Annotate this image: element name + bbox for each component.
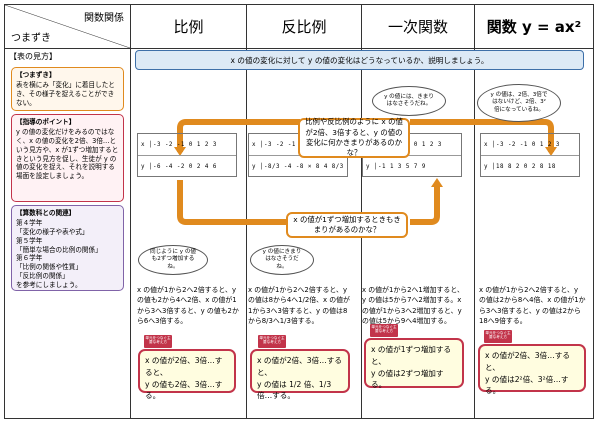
header-linear: 一次関数 (362, 5, 475, 49)
callout-top: 比例や反比例のように x の値が2倍、3倍すると、y の値の変化に何かきまりがあ… (298, 117, 410, 158)
key-idea-tag: 単元をつなぐ主要な考え方 (144, 335, 172, 348)
table-quadratic: x │-3 -2 -1 0 1 2 3 y │18 8 2 0 2 8 18 (480, 133, 580, 177)
description-linear: x の値が1から2へ1増加すると、y の値は5から7へ2増加する。x の値が1か… (362, 286, 464, 326)
table-row: y │18 8 2 0 2 8 18 (481, 156, 579, 177)
table-row: x │-3 -2 -1 0 1 2 3 (249, 134, 347, 156)
y-values: y │-8/3 -4 -8 × 8 4 8/3 (252, 163, 344, 170)
relation-box: 【算数科との関連】 第４学年 「変化の様子や表や式」 第５学年 「簡単な場合の比… (11, 205, 124, 291)
thought-cloud: y の値にきまりはなさそうだね。 (250, 245, 314, 275)
table-row: y │-6 -4 -2 0 2 4 6 (138, 156, 236, 177)
table-grid: 関数関係 つまずき 比例 反比例 一次関数 関数 y = ax² 【表の見方】 … (4, 4, 594, 419)
summary-box-inverse: x の値が2倍、3倍…すると、 y の値は 1/2 倍、1/3 倍…する。 (250, 349, 350, 400)
relation-line: 第６学年 (16, 254, 43, 263)
y-values: y │-1 1 3 5 7 9 (366, 163, 426, 170)
thought-cloud: y の値には、きまりはなさそうだね。 (372, 86, 446, 116)
relation-title: 【算数科との関連】 (16, 209, 76, 217)
relation-line: 「比例の関係や性質」 (16, 263, 82, 272)
corner-cell: 関数関係 つまずき (5, 5, 131, 49)
left-column: 【表の見方】 【つまずき】 表を横にみ「変化」に着目したとき、その様子を捉えるこ… (5, 49, 131, 418)
description-proportion: x の値が1から2へ2倍すると、y の値も2から4へ2倍、x の値が1から3へ3… (137, 286, 239, 326)
thought-cloud: y の値は、2倍、3倍ではないけど、2倍、3²倍になっているね。 (477, 84, 561, 122)
summary-line: x の値が2倍、3倍…すると、 (257, 356, 342, 377)
relation-line: 第５学年 (16, 236, 43, 245)
point-body: y の値の変化だけをみるのではなく、x の値の変化を2倍、3倍…という見方や、x… (16, 127, 119, 181)
x-values: x │-3 -2 -1 0 1 2 3 (484, 141, 560, 148)
top-arrow-icon (174, 119, 557, 156)
thought-cloud: 同じように y の値も2ずつ増加するね。 (138, 245, 208, 275)
table-row: y │-8/3 -4 -8 × 8 4 8/3 (249, 156, 347, 177)
summary-box-proportion: x の値が2倍、3倍…すると、 y の値も2倍、3倍…する。 (138, 349, 236, 400)
summary-line: y の値は2ずつ増加する。 (371, 368, 444, 390)
header-inverse: 反比例 (247, 5, 362, 49)
table-proportion: x │-3 -2 -1 0 1 2 3 y │-6 -4 -2 0 2 4 6 (137, 133, 237, 177)
summary-line: y の値は2²倍、3²倍…する。 (485, 374, 569, 396)
column-linear (362, 49, 475, 418)
description-quadratic: x の値が1から2へ2倍すると、y の値は2から8へ4倍、x の値が1から3へ3… (479, 286, 586, 326)
description-inverse: x の値が1から2へ2倍すると、y の値は8から4へ1/2倍、x の値が1から3… (248, 286, 350, 326)
summary-line: y の値も2倍、3倍…する。 (145, 379, 223, 401)
section-title: 【表の見方】 (9, 52, 57, 61)
table-row: x │-3 -2 -1 0 1 2 3 (138, 134, 236, 156)
key-idea-tag: 単元をつなぐ主要な考え方 (484, 330, 512, 343)
key-idea-tag: 単元をつなぐ主要な考え方 (258, 335, 286, 348)
tsumazuki-body: 表を横にみ「変化」に着目したとき、その様子を捉えることができない。 (16, 80, 115, 107)
relation-line: 「反比例の関係」 (16, 272, 69, 281)
relation-line: 「変化の様子や表や式」 (16, 227, 89, 236)
summary-box-quadratic: x の値が2倍、3倍…すると、 y の値は2²倍、3²倍…する。 (478, 344, 586, 395)
x-values: x │-3 -2 -1 0 1 2 3 (252, 141, 328, 148)
relation-line: を参考にしましょう。 (16, 281, 82, 290)
header-proportion: 比例 (131, 5, 247, 49)
tsumazuki-box: 【つまずき】 表を横にみ「変化」に着目したとき、その様子を捉えることができない。 (11, 67, 124, 111)
summary-line: x の値が1ずつ増加すると、 (371, 345, 452, 366)
relation-line: 第４学年 (16, 218, 43, 227)
point-title: 【指導のポイント】 (16, 118, 76, 126)
callout-bottom: x の値が1ずつ増加するときもきまりがあるのかな？ (286, 212, 408, 238)
tsumazuki-title: 【つまずき】 (16, 71, 56, 79)
point-box: 【指導のポイント】 y の値の変化だけをみるのではなく、x の値の変化を2倍、3… (11, 114, 124, 202)
y-values: y │-6 -4 -2 0 2 4 6 (141, 163, 217, 170)
question-banner: x の値の変化に対して y の値の変化はどうなっているか、説明しましょう。 (135, 50, 584, 70)
column-proportion (131, 49, 247, 418)
relation-line: 「簡単な場合の比例の関係」 (16, 245, 102, 254)
summary-box-linear: x の値が1ずつ増加すると、 y の値は2ずつ増加する。 (364, 338, 464, 389)
summary-line: x の値が2倍、3倍…すると、 (145, 356, 223, 377)
table-row: y │-1 1 3 5 7 9 (363, 156, 461, 177)
bottom-arrow-icon (177, 178, 443, 225)
x-values: x │-3 -2 -1 0 1 2 3 (141, 141, 217, 148)
header-quadratic: 関数 y = ax² (475, 5, 593, 49)
summary-line: x の値が2倍、3倍…すると、 (485, 351, 570, 372)
summary-line: y の値は 1/2 倍、1/3 倍…する。 (257, 379, 332, 401)
y-values: y │18 8 2 0 2 8 18 (484, 163, 556, 170)
corner-top-label: 関数関係 (84, 13, 124, 24)
key-idea-tag: 単元をつなぐ主要な考え方 (370, 324, 398, 337)
table-row: x │-3 -2 -1 0 1 2 3 (481, 134, 579, 156)
corner-bottom-label: つまずき (11, 33, 51, 44)
